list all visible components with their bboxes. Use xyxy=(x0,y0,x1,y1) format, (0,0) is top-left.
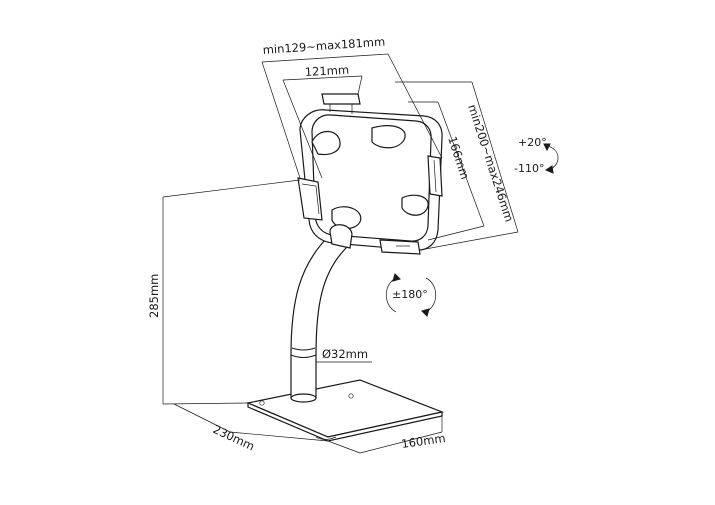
tablet-holder xyxy=(297,93,443,255)
stand-height-label: 285mm xyxy=(147,274,161,318)
arrow-icon xyxy=(543,143,551,152)
arrow-icon xyxy=(421,308,430,317)
holder-width-label: 121mm xyxy=(304,63,349,79)
pole xyxy=(290,229,351,403)
rotation-indicator: ±180° xyxy=(385,273,437,317)
holder-height-label: 166mm xyxy=(445,135,472,182)
base-plate xyxy=(245,379,445,442)
tablet-width-range-label: min129~max181mm xyxy=(262,34,385,57)
tilt-joint xyxy=(329,224,353,249)
top-clamp xyxy=(321,93,361,105)
screw-hole xyxy=(259,400,265,406)
rotation-label: ±180° xyxy=(392,288,428,301)
tablet-height-range-label: min200~max246mm xyxy=(465,103,516,224)
left-clamp xyxy=(297,177,323,221)
arrow-icon xyxy=(544,165,554,174)
base-depth-label: 230mm xyxy=(211,422,257,453)
bottom-clamp xyxy=(379,239,421,255)
tilt-down-label: -110° xyxy=(514,162,544,175)
arrow-icon xyxy=(392,273,401,282)
cutout xyxy=(401,194,429,216)
tilt-angle-indicator: +20° -110° xyxy=(514,136,559,175)
tilt-up-label: +20° xyxy=(518,136,547,149)
base-width-label: 160mm xyxy=(400,431,446,451)
screw-hole xyxy=(348,393,354,399)
cutout xyxy=(311,130,341,156)
dimension-lines xyxy=(162,53,519,454)
cutout xyxy=(371,125,406,149)
pole-diameter-label: Ø32mm xyxy=(322,347,368,361)
